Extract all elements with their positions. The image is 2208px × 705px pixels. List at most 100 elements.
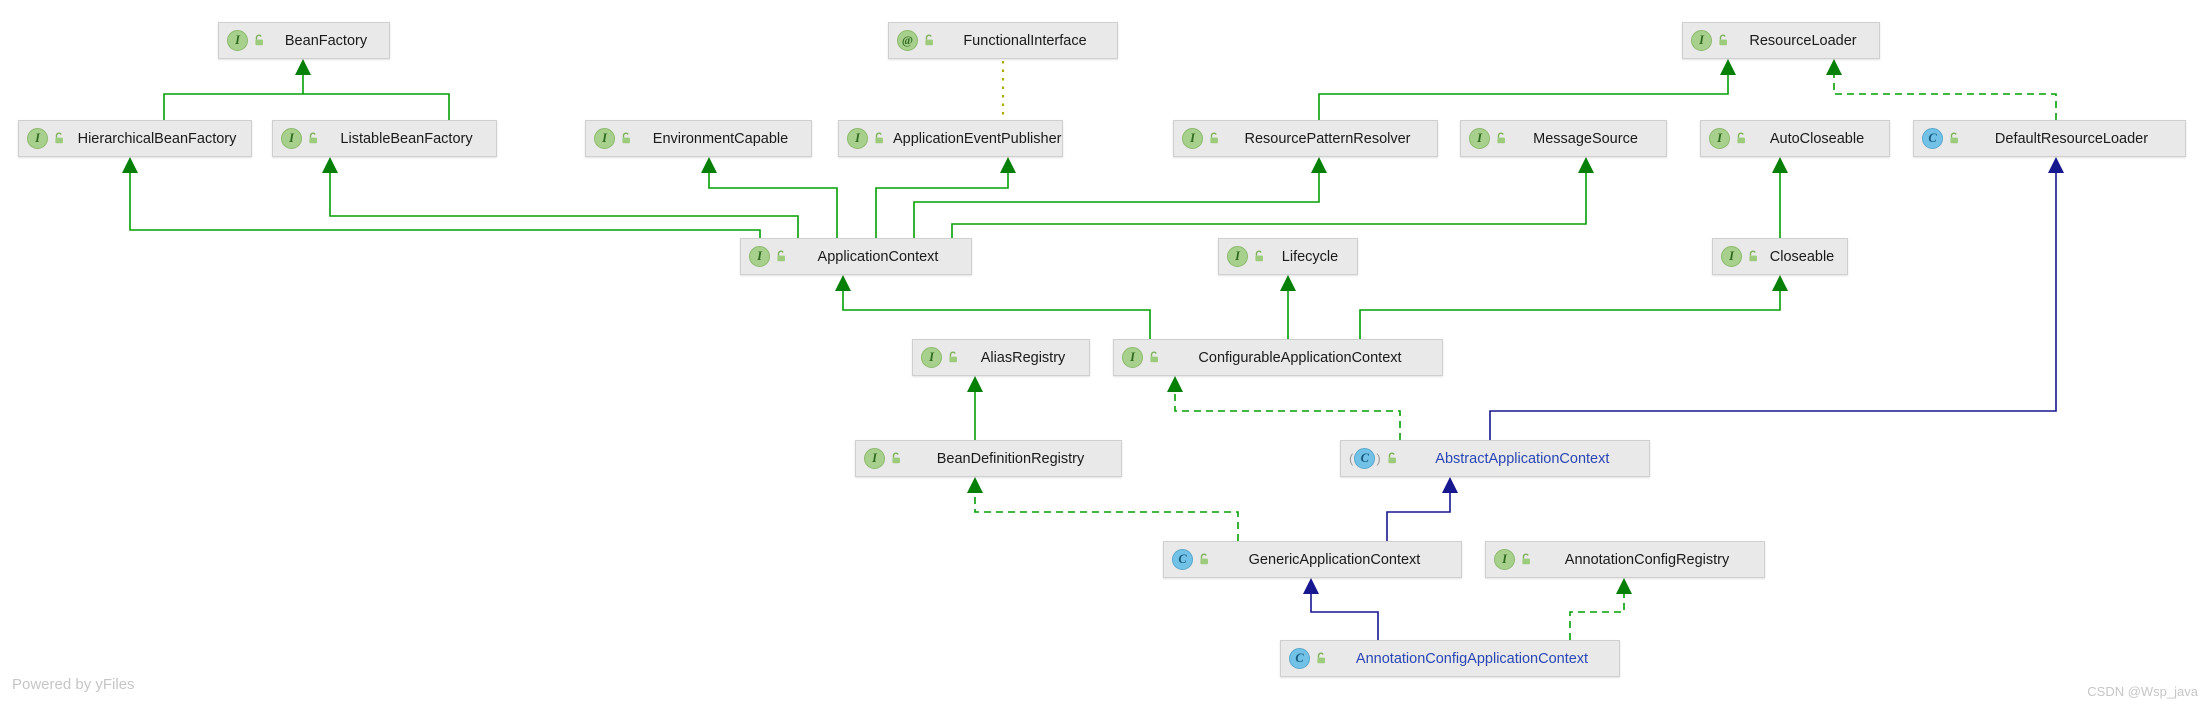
unlocked-icon [875,132,883,144]
edge-group-extends-navy [1303,157,2064,640]
node-ApplicationEventPublisher[interactable]: I ApplicationEventPublisher [838,120,1063,157]
node-label: AnnotationConfigApplicationContext [1355,650,1589,667]
unlocked-icon [622,132,630,144]
arrowhead [2048,157,2064,173]
unlocked-icon [949,351,957,363]
node-Closeable[interactable]: I Closeable [1712,238,1848,275]
edge-ApplicationContext-MessageSource [951,171,1587,238]
interface-icon: I [1469,128,1490,149]
interface-icon: I [1182,128,1203,149]
interface-icon: I [921,347,942,368]
node-label: AutoCloseable [1769,130,1865,147]
arrowhead [1578,157,1594,173]
unlocked-icon [1200,553,1208,565]
interface-icon: I [27,128,48,149]
arrowhead [122,157,138,173]
node-BeanFactory[interactable]: I BeanFactory [218,22,390,59]
node-label: ConfigurableApplicationContext [1198,349,1402,366]
node-label: ListableBeanFactory [340,130,473,147]
node-label: BeanDefinitionRegistry [936,450,1085,467]
unlocked-icon [892,452,900,464]
node-label: AbstractApplicationContext [1435,450,1610,467]
edge-AnnotationConfigApplicationContext-GenericApplicationContext [1310,592,1379,640]
yfiles-watermark: Powered by yFiles [12,676,135,693]
unlocked-icon [925,34,933,46]
abstract-class-icon: (C) [1349,448,1381,469]
node-ResourcePatternResolver[interactable]: I ResourcePatternResolver [1173,120,1438,157]
node-label: Lifecycle [1281,248,1339,265]
edge-ConfigurableApplicationContext-ApplicationContext [842,289,1151,339]
unlocked-icon [1150,351,1158,363]
edge-group-extends-green [122,59,1788,440]
edge-AbstractApplicationContext-DefaultResourceLoader [1489,171,2057,440]
node-AnnotationConfigApplicationContext[interactable]: C AnnotationConfigApplicationContext [1280,640,1620,677]
edge-HierarchicalBeanFactory-BeanFactory [163,73,450,121]
node-Lifecycle[interactable]: I Lifecycle [1218,238,1358,275]
interface-icon: I [227,30,248,51]
arrowhead [1772,157,1788,173]
node-label: FunctionalInterface [963,32,1087,49]
node-label: ResourcePatternResolver [1244,130,1411,147]
node-label: ApplicationContext [817,248,939,265]
node-label: AliasRegistry [980,349,1066,366]
node-label: GenericApplicationContext [1248,551,1421,568]
node-DefaultResourceLoader[interactable]: C DefaultResourceLoader [1913,120,2186,157]
arrowhead [1167,376,1183,392]
node-label: EnvironmentCapable [652,130,789,147]
node-AliasRegistry[interactable]: I AliasRegistry [912,339,1090,376]
node-HierarchicalBeanFactory[interactable]: I HierarchicalBeanFactory [18,120,252,157]
arrowhead [1616,578,1632,594]
unlocked-icon [1522,553,1530,565]
arrowhead [967,477,983,493]
edge-AnnotationConfigApplicationContext-AnnotationConfigRegistry [1569,594,1625,640]
node-GenericApplicationContext[interactable]: C GenericApplicationContext [1163,541,1462,578]
arrowhead [1826,59,1842,75]
node-label: HierarchicalBeanFactory [77,130,237,147]
interface-icon: I [864,448,885,469]
unlocked-icon [1388,452,1396,464]
interface-icon: I [847,128,868,149]
interface-icon: I [594,128,615,149]
unlocked-icon [55,132,63,144]
edge-ApplicationContext-ApplicationEventPublisher [875,171,1009,238]
edge-ApplicationContext-ListableBeanFactory [329,171,799,238]
node-AbstractApplicationContext[interactable]: (C) AbstractApplicationContext [1340,440,1650,477]
unlocked-icon [1749,250,1757,262]
interface-icon: I [281,128,302,149]
node-label: DefaultResourceLoader [1994,130,2149,147]
unlocked-icon [1255,250,1263,262]
node-label: MessageSource [1533,130,1638,147]
arrowhead [1720,59,1736,75]
node-FunctionalInterface[interactable]: @ FunctionalInterface [888,22,1118,59]
node-ListableBeanFactory[interactable]: I ListableBeanFactory [272,120,497,157]
edge-ApplicationContext-EnvironmentCapable [708,171,838,238]
node-label: AnnotationConfigRegistry [1564,551,1730,568]
edge-ConfigurableApplicationContext-Closeable [1359,289,1781,339]
node-EnvironmentCapable[interactable]: I EnvironmentCapable [585,120,812,157]
node-BeanDefinitionRegistry[interactable]: I BeanDefinitionRegistry [855,440,1122,477]
unlocked-icon [309,132,317,144]
node-AutoCloseable[interactable]: I AutoCloseable [1700,120,1890,157]
edge-group-implements-dashed [967,59,2057,640]
interface-icon: I [1691,30,1712,51]
interface-icon: I [1122,347,1143,368]
unlocked-icon [1719,34,1727,46]
unlocked-icon [255,34,263,46]
interface-icon: I [1227,246,1248,267]
edge-ApplicationContext-ResourcePatternResolver [913,171,1320,238]
node-ConfigurableApplicationContext[interactable]: I ConfigurableApplicationContext [1113,339,1443,376]
arrowhead [701,157,717,173]
arrowhead [835,275,851,291]
arrowhead [1442,477,1458,493]
edge-ResourcePatternResolver-ResourceLoader [1318,73,1729,120]
node-ApplicationContext[interactable]: I ApplicationContext [740,238,972,275]
edge-GenericApplicationContext-BeanDefinitionRegistry [974,493,1239,541]
node-AnnotationConfigRegistry[interactable]: I AnnotationConfigRegistry [1485,541,1765,578]
node-MessageSource[interactable]: I MessageSource [1460,120,1667,157]
interface-icon: I [749,246,770,267]
node-ResourceLoader[interactable]: I ResourceLoader [1682,22,1880,59]
edge-ApplicationContext-HierarchicalBeanFactory [129,171,761,238]
interface-icon: I [1494,549,1515,570]
